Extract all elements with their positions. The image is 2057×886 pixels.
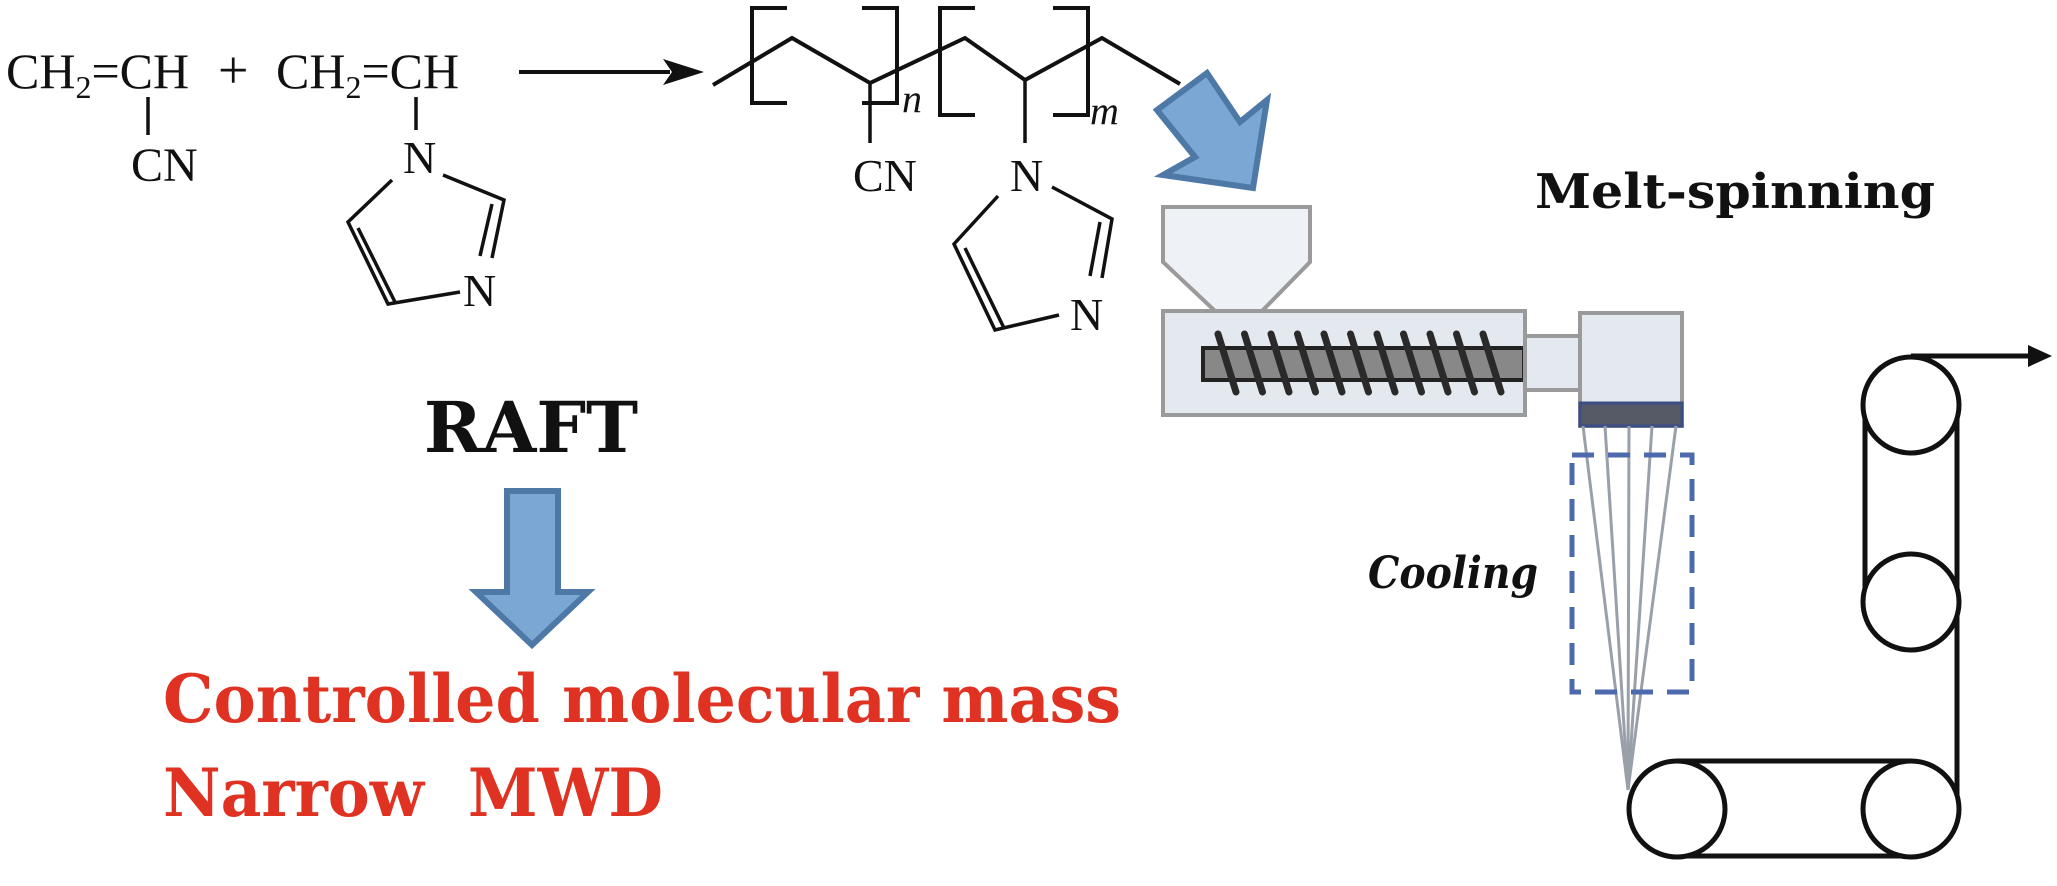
down-arrow-icon — [468, 488, 596, 650]
polymer-ring-n3: N — [1070, 289, 1103, 340]
filament — [1626, 425, 1654, 791]
monomer2-ring-bonds-left — [345, 178, 461, 306]
filaments — [1581, 425, 1678, 791]
plus-sign: + — [218, 40, 248, 100]
spinneret — [1578, 401, 1684, 428]
monomer1-formula: CH2=CH — [6, 43, 189, 105]
reaction-arrow — [519, 59, 704, 85]
polymer-ring-bonds-right — [1051, 185, 1114, 279]
filament — [1626, 425, 1678, 791]
monomer2-ring-double-left — [356, 227, 398, 305]
godet-rollers — [1626, 345, 2052, 860]
take-up-arrow-icon — [2028, 345, 2052, 367]
extruder-connector — [1523, 334, 1582, 392]
roller-top — [1860, 354, 1962, 456]
screw-thread — [1373, 330, 1399, 396]
bracket-m-right — [1053, 6, 1090, 117]
screw-thread — [1479, 330, 1505, 396]
filament — [1581, 425, 1630, 791]
bracket-n-left — [750, 6, 787, 105]
polymer-ring-double-right — [1088, 221, 1102, 277]
monomer2-ring-n3: N — [463, 265, 496, 316]
polymer-cn: CN — [853, 150, 917, 201]
process-transition-arrow-icon — [1152, 68, 1272, 192]
roller-bottom-right — [1860, 758, 1962, 860]
screw-thread — [1294, 330, 1319, 396]
reaction-arrow-head — [663, 59, 704, 85]
cooling-label: Cooling — [1368, 548, 1538, 599]
roller-bottom-left — [1626, 758, 1728, 860]
monomer2-ring-n1: N — [403, 132, 436, 183]
extruder — [1161, 205, 1684, 428]
repeat-m-label: m — [1090, 88, 1119, 133]
monomer2-ring-bonds-right — [442, 173, 507, 259]
monomer-acrylonitrile: CH2=CH CN — [6, 43, 198, 192]
outcome-controlled-mass: Controlled molecular mass — [163, 660, 1121, 738]
screw-thread — [1453, 330, 1478, 396]
method-label: RAFT — [424, 386, 638, 469]
bracket-m-left — [938, 6, 975, 117]
filament — [1603, 425, 1630, 791]
hopper — [1161, 205, 1312, 313]
screw-thread — [1400, 330, 1425, 396]
screw-thread — [1426, 330, 1452, 396]
cooling-zone: Cooling — [1368, 425, 1695, 791]
monomer2-formula: CH2=CH — [276, 43, 459, 105]
process-title: Melt-spinning — [1535, 164, 1935, 220]
polymer-backbone — [711, 35, 1182, 87]
screw-threads — [1214, 330, 1505, 396]
polymer-ring-n1: N — [1010, 150, 1043, 201]
polymer-ring-double-left — [963, 247, 1006, 329]
screw-thread — [1347, 330, 1372, 396]
monomer2-ring-double-right — [478, 203, 494, 257]
monomer1-cn: CN — [131, 139, 198, 192]
screw-thread — [1241, 330, 1266, 396]
roller-middle — [1860, 551, 1962, 653]
filament — [1626, 425, 1631, 791]
screw-thread — [1214, 330, 1240, 396]
bracket-n-right — [862, 6, 899, 105]
monomer-vinylimidazole: CH2=CH N N — [276, 43, 507, 316]
outcome-narrow-mwd: Narrow MWD — [163, 754, 663, 832]
copolymer-structure: n m CN N N — [711, 6, 1182, 340]
repeat-n-label: n — [902, 76, 922, 121]
screw-thread — [1267, 330, 1293, 396]
cooling-zone-box — [1569, 452, 1695, 695]
screw-thread — [1320, 330, 1346, 396]
polymer-ring-bonds-left — [951, 194, 1060, 333]
